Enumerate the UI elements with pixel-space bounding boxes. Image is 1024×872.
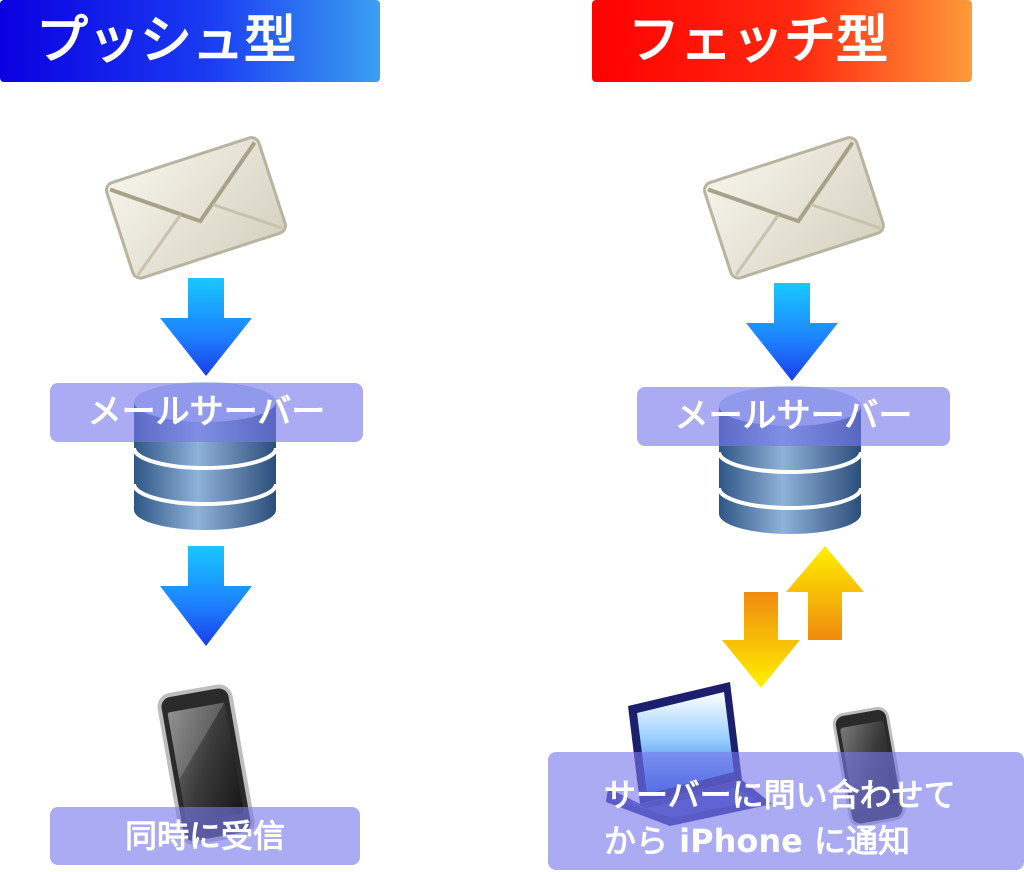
- arrow-down-icon: [160, 546, 252, 646]
- fetch-server-label: メールサーバー: [637, 387, 950, 446]
- arrow-up-icon: [786, 546, 864, 640]
- fetch-type-header: フェッチ型: [592, 0, 972, 82]
- arrow-down-icon: [722, 592, 800, 688]
- push-type-header: プッシュ型: [0, 0, 380, 82]
- fetch-type-title: フェッチ型: [628, 11, 889, 71]
- envelope-icon: [104, 136, 287, 280]
- arrow-down-icon: [746, 283, 838, 381]
- push-type-title: プッシュ型: [36, 11, 297, 71]
- push-result-label: 同時に受信: [50, 807, 360, 865]
- push-result-label-text: 同時に受信: [124, 817, 285, 855]
- smartphone-icon: [157, 684, 255, 845]
- fetch-result-label: サーバーに問い合わせて から iPhone に通知: [548, 752, 1024, 870]
- arrow-down-icon: [160, 278, 252, 376]
- fetch-result-line-1: サーバーに問い合わせて: [604, 776, 956, 814]
- fetch-result-line-2: から iPhone に通知: [604, 822, 910, 860]
- envelope-icon: [702, 136, 885, 280]
- push-server-label-text: メールサーバー: [87, 392, 326, 432]
- push-server-label: メールサーバー: [50, 383, 363, 442]
- fetch-server-label-text: メールサーバー: [674, 396, 913, 436]
